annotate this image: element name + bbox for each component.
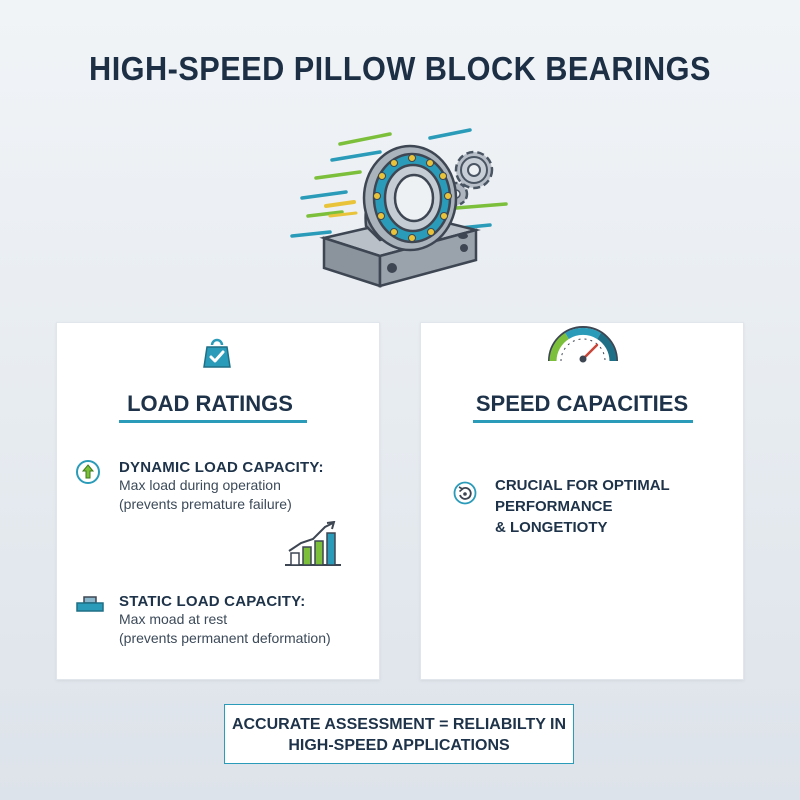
base-plate-icon bbox=[76, 596, 104, 612]
heading-underline bbox=[119, 420, 307, 423]
load-ratings-card: LOAD RATINGS DYNAMIC LOAD CAPACITY: Max … bbox=[56, 322, 380, 680]
static-load-item: STATIC LOAD CAPACITY: Max moad at rest (… bbox=[119, 593, 331, 648]
bar-chart-icon bbox=[285, 521, 341, 566]
speed-capacities-heading: SPEED CAPACITIES bbox=[475, 391, 689, 416]
page-title: HIGH-SPEED PILLOW BLOCK BEARINGS bbox=[89, 50, 711, 87]
speed-capacities-card: SPEED CAPACITIES CRUCIAL FOR OPTIMAL PER… bbox=[420, 322, 744, 680]
dynamic-load-title: DYNAMIC LOAD CAPACITY: bbox=[119, 459, 324, 476]
load-ratings-heading: LOAD RATINGS bbox=[127, 391, 293, 416]
static-load-line-2: (prevents permanent deformation) bbox=[119, 630, 331, 646]
dynamic-load-item: DYNAMIC LOAD CAPACITY: Max load during o… bbox=[119, 459, 324, 514]
conclusion-line-1: ACCURATE ASSESSMENT = RELIABILTY IN bbox=[231, 716, 567, 733]
static-load-title: STATIC LOAD CAPACITY: bbox=[119, 593, 306, 610]
speedometer-icon bbox=[548, 326, 618, 363]
speed-line-1: CRUCIAL FOR OPTIMAL bbox=[495, 477, 670, 494]
arrow-up-icon bbox=[76, 460, 100, 484]
gear-icon bbox=[454, 150, 494, 190]
dynamic-load-line-1: Max load during operation bbox=[119, 477, 281, 493]
conclusion-line-2: HIGH-SPEED APPLICATIONS bbox=[288, 737, 510, 754]
weight-check-icon bbox=[203, 338, 231, 368]
bearing-illustration bbox=[290, 128, 508, 288]
dynamic-load-line-2: (prevents premature failure) bbox=[119, 496, 292, 512]
rotation-icon bbox=[453, 481, 477, 505]
static-load-line-1: Max moad at rest bbox=[119, 611, 228, 627]
speed-line-3: & LONGETIOTY bbox=[495, 519, 608, 536]
speed-feature-text: CRUCIAL FOR OPTIMAL PERFORMANCE & LONGET… bbox=[495, 475, 670, 538]
heading-underline bbox=[473, 420, 693, 423]
speed-line-2: PERFORMANCE bbox=[495, 498, 613, 515]
conclusion-box: ACCURATE ASSESSMENT = RELIABILTY IN HIGH… bbox=[224, 704, 574, 764]
